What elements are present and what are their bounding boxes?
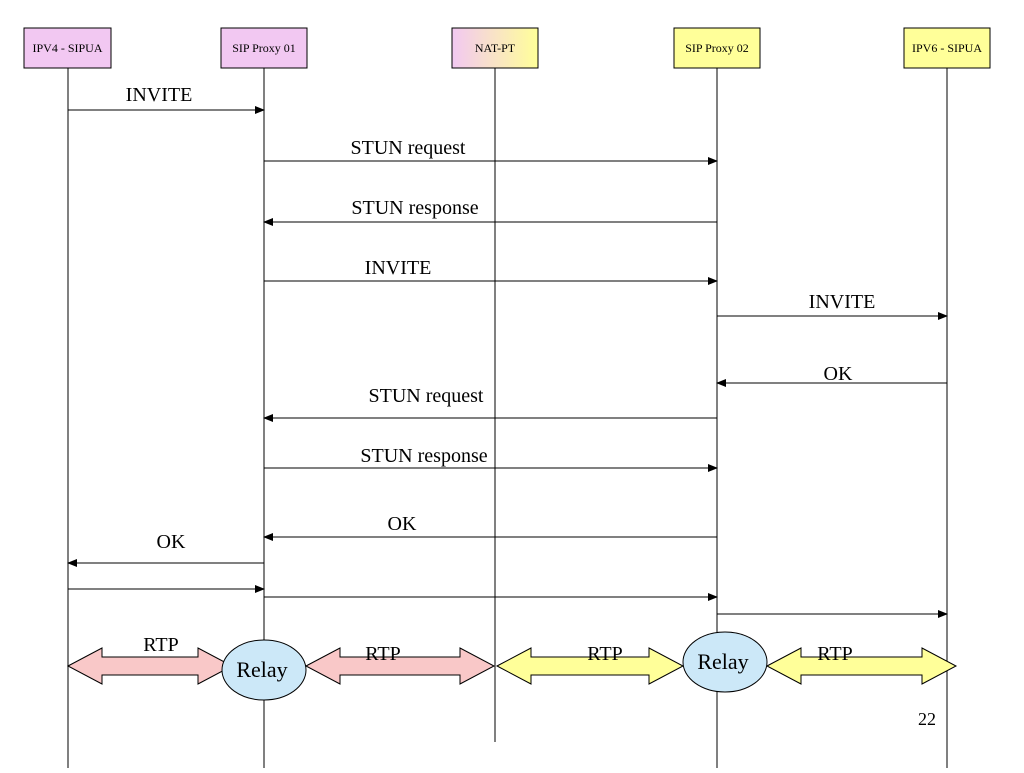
participant-box: [903, 27, 991, 69]
message-label: STUN request: [351, 137, 466, 159]
rtp-segment-3: RTP: [495, 643, 685, 685]
message-label: STUN response: [360, 445, 487, 467]
participant-label: SIP Proxy 01: [232, 41, 296, 55]
rtp-double-arrow: [304, 647, 496, 685]
participant-ipv6: IPV6 - SIPUA: [903, 27, 991, 69]
relay-label: Relay: [697, 649, 748, 674]
rtp-label: RTP: [143, 634, 178, 656]
message-ok-3: OK: [67, 531, 264, 567]
message-label: STUN request: [369, 385, 484, 407]
relay-ellipse: [682, 631, 768, 693]
participant-box: [220, 27, 308, 69]
rtp-label: RTP: [817, 643, 852, 665]
relays: Relay Relay: [221, 631, 768, 701]
message-label: INVITE: [126, 84, 193, 106]
message-label: OK: [824, 363, 853, 385]
message-label: INVITE: [809, 291, 876, 313]
message-stun-request-1: STUN request: [264, 137, 718, 165]
participant-label: IPV4 - SIPUA: [32, 41, 102, 55]
participant-box: [451, 27, 539, 69]
messages: INVITE STUN request STUN response INVITE…: [67, 84, 948, 618]
participant-proxy2: SIP Proxy 02: [673, 27, 761, 69]
participant-label: SIP Proxy 02: [685, 41, 749, 55]
rtp-double-arrow: [765, 647, 958, 685]
rtp-streams: RTP RTP RTP RTP: [66, 634, 958, 685]
message-invite-1: INVITE: [68, 84, 265, 114]
participants: IPV4 - SIPUA SIP Proxy 01 NAT-PT SIP Pro…: [23, 27, 991, 69]
message-invite-2: INVITE: [264, 257, 718, 285]
message-stun-request-2: STUN request: [263, 385, 717, 422]
rtp-label: RTP: [587, 643, 622, 665]
page-number: 22: [918, 709, 936, 729]
message-label: OK: [388, 513, 417, 535]
rtp-segment-2: RTP: [304, 643, 496, 685]
message-label: STUN response: [351, 197, 478, 219]
message-label: OK: [157, 531, 186, 553]
message-stun-response-2: STUN response: [264, 445, 718, 472]
message-ok-2: OK: [263, 513, 717, 541]
message-label: INVITE: [365, 257, 432, 279]
message-invite-3: INVITE: [717, 291, 948, 320]
relay-proxy1: Relay: [221, 639, 307, 701]
message-stun-response-1: STUN response: [263, 197, 717, 226]
message-ok-1: OK: [716, 363, 947, 387]
relay-proxy2: Relay: [682, 631, 768, 693]
rtp-segment-1: RTP: [66, 634, 234, 685]
relay-ellipse: [221, 639, 307, 701]
participant-box: [23, 27, 112, 69]
rtp-segment-4: RTP: [765, 643, 958, 685]
rtp-label: RTP: [365, 643, 400, 665]
participant-proxy1: SIP Proxy 01: [220, 27, 308, 69]
participant-ipv4: IPV4 - SIPUA: [23, 27, 112, 69]
participant-label: IPV6 - SIPUA: [912, 41, 982, 55]
participant-box: [673, 27, 761, 69]
participant-natpt: NAT-PT: [451, 27, 539, 69]
participant-label: NAT-PT: [475, 41, 516, 55]
relay-label: Relay: [236, 657, 287, 682]
